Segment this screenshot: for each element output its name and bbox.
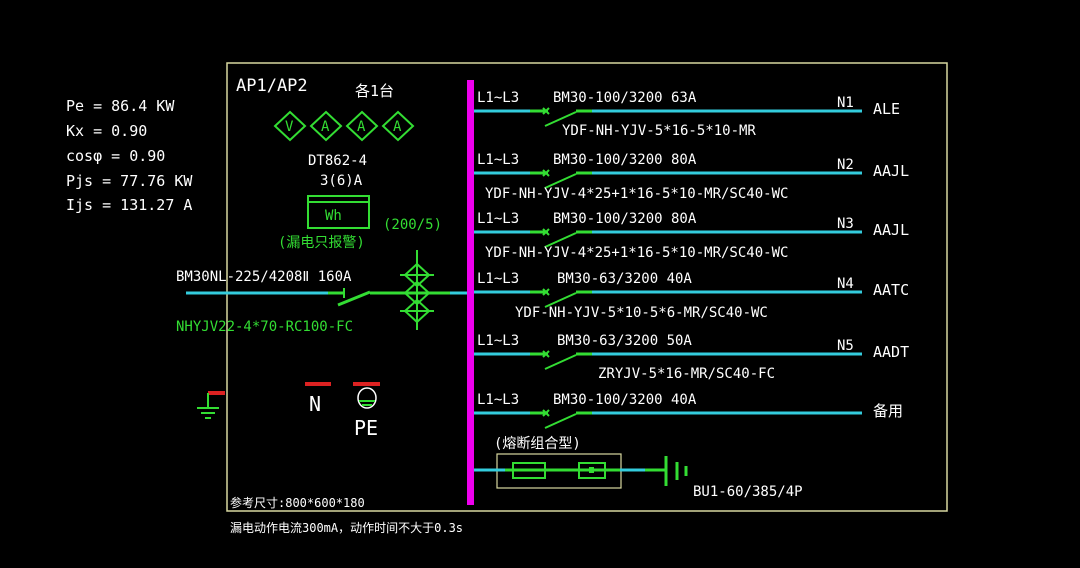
- ammeter-icon: A: [309, 110, 343, 142]
- neutral-terminal: N: [305, 382, 331, 416]
- incoming-cable-label: NHYJV22-4*70-RC100-FC: [176, 319, 353, 335]
- energy-meter-icon: Wh: [307, 195, 370, 229]
- breaker-icon: [542, 350, 550, 358]
- svg-text:A: A: [321, 119, 330, 135]
- phase-label: L1~L3: [477, 392, 519, 408]
- fuse-icon: [512, 462, 546, 479]
- ground-icon: [197, 391, 225, 419]
- spd-icon: [578, 462, 606, 479]
- svg-text:Wh: Wh: [325, 208, 342, 224]
- incoming-breaker-label: BM30NL-225/4208Ⅱ 160A: [176, 269, 352, 285]
- circuit-row: L1~L3 BM30-100/3200 63A YDF-NH-YJV-5*16-5*…: [474, 90, 900, 139]
- destination-label: ALE: [873, 100, 900, 118]
- destination-label: AAJL: [873, 162, 909, 180]
- voltmeter-icon: V: [273, 110, 307, 142]
- breaker-label: BM30-63/3200 40A: [557, 271, 692, 287]
- circuit-id: N3: [837, 216, 854, 232]
- circuit-row: L1~L3 BM30-100/3200 80A YDF-NH-YJV-4*25+1*…: [474, 152, 909, 202]
- ammeter-icon: A: [345, 110, 379, 142]
- breaker-icon: [542, 169, 550, 177]
- incoming-feeder: [186, 288, 467, 307]
- phase-label: L1~L3: [477, 271, 519, 287]
- circuit-row: L1~L3 BM30-100/3200 40A 备用: [474, 392, 903, 429]
- meters: V A A A: [273, 110, 415, 142]
- svg-text:A: A: [393, 119, 402, 135]
- size-note: 参考尺寸:800*600*180: [230, 495, 365, 510]
- circuit-row: L1~L3 BM30-100/3200 80A YDF-NH-YJV-4*25+1*…: [474, 211, 909, 261]
- breaker-label: BM30-100/3200 63A: [553, 90, 697, 106]
- breaker-icon: [542, 288, 550, 296]
- phase-label: L1~L3: [477, 333, 519, 349]
- svg-text:A: A: [357, 119, 366, 135]
- param-ijs: Ijs = 131.27 A: [66, 196, 192, 214]
- panel-name: AP1/AP2: [236, 76, 308, 96]
- pe-terminal: PE: [353, 382, 380, 440]
- svg-text:N: N: [309, 392, 321, 416]
- breaker-label: BM30-100/3200 80A: [553, 152, 697, 168]
- circuit-row: L1~L3 BM30-63/3200 50A ZRYJV-5*16-MR/SC40-…: [474, 333, 909, 382]
- param-pe: Pe = 86.4 KW: [66, 97, 175, 115]
- phase-label: L1~L3: [477, 211, 519, 227]
- ammeter-icon: A: [381, 110, 415, 142]
- panel-quantity: 各1台: [355, 82, 394, 100]
- cable-label: YDF-NH-YJV-5*10-5*6-MR/SC40-WC: [515, 305, 768, 321]
- cable-label: YDF-NH-YJV-5*16-5*10-MR: [562, 123, 756, 139]
- switch-blade: [544, 292, 577, 308]
- surge-protector: [474, 453, 688, 489]
- cable-label: ZRYJV-5*16-MR/SC40-FC: [598, 366, 775, 382]
- energy-meter-model: DT862-4: [308, 153, 367, 169]
- ct-ratio: (200/5): [383, 217, 442, 233]
- spd-model: BU1-60/385/4P: [693, 484, 803, 500]
- phase-label: L1~L3: [477, 90, 519, 106]
- breaker-icon: [542, 228, 550, 236]
- breaker-icon: [542, 409, 550, 417]
- destination-label: AATC: [873, 281, 909, 299]
- leakage-note: (漏电只报警): [278, 235, 365, 251]
- breaker-icon: [542, 107, 550, 115]
- circuit-id: N4: [837, 276, 854, 292]
- circuit-row: L1~L3 BM30-63/3200 40A YDF-NH-YJV-5*10-5*6…: [474, 271, 909, 321]
- busbar: [467, 80, 474, 505]
- svg-text:V: V: [285, 119, 294, 135]
- svg-text:PE: PE: [354, 416, 378, 440]
- circuit-id: N1: [837, 95, 854, 111]
- phase-label: L1~L3: [477, 152, 519, 168]
- circuit-id: N5: [837, 338, 854, 354]
- switch-blade: [544, 173, 577, 189]
- destination-label: 备用: [873, 402, 903, 420]
- earth-icon: [357, 387, 377, 409]
- switch-blade: [544, 111, 577, 127]
- outgoing-circuits: L1~L3 BM30-100/3200 63A YDF-NH-YJV-5*16-5*…: [474, 90, 909, 429]
- param-cos: cosφ = 0.90: [66, 147, 165, 165]
- destination-label: AAJL: [873, 221, 909, 239]
- breaker-label: BM30-100/3200 80A: [553, 211, 697, 227]
- circuit-id: N2: [837, 157, 854, 173]
- energy-meter-rating: 3(6)A: [320, 173, 363, 189]
- bottom-note: 漏电动作电流300mA，动作时间不大于0.3s: [230, 521, 463, 535]
- load-parameters: Pe = 86.4 KW Kx = 0.90 cosφ = 0.90 Pjs =…: [66, 97, 193, 214]
- param-kx: Kx = 0.90: [66, 122, 147, 140]
- param-pjs: Pjs = 77.76 KW: [66, 172, 193, 190]
- switch-blade: [544, 354, 577, 370]
- cable-label: YDF-NH-YJV-4*25+1*16-5*10-MR/SC40-WC: [485, 186, 788, 202]
- breaker-label: BM30-63/3200 50A: [557, 333, 692, 349]
- spd-type-note: (熔断组合型): [494, 436, 581, 452]
- breaker-label: BM30-100/3200 40A: [553, 392, 697, 408]
- destination-label: AADT: [873, 343, 909, 361]
- current-transformer-icon: [400, 250, 434, 330]
- switch-blade: [544, 413, 577, 429]
- panel-frame: [226, 62, 948, 512]
- cable-label: YDF-NH-YJV-4*25+1*16-5*10-MR/SC40-WC: [485, 245, 788, 261]
- switch-blade: [544, 232, 577, 248]
